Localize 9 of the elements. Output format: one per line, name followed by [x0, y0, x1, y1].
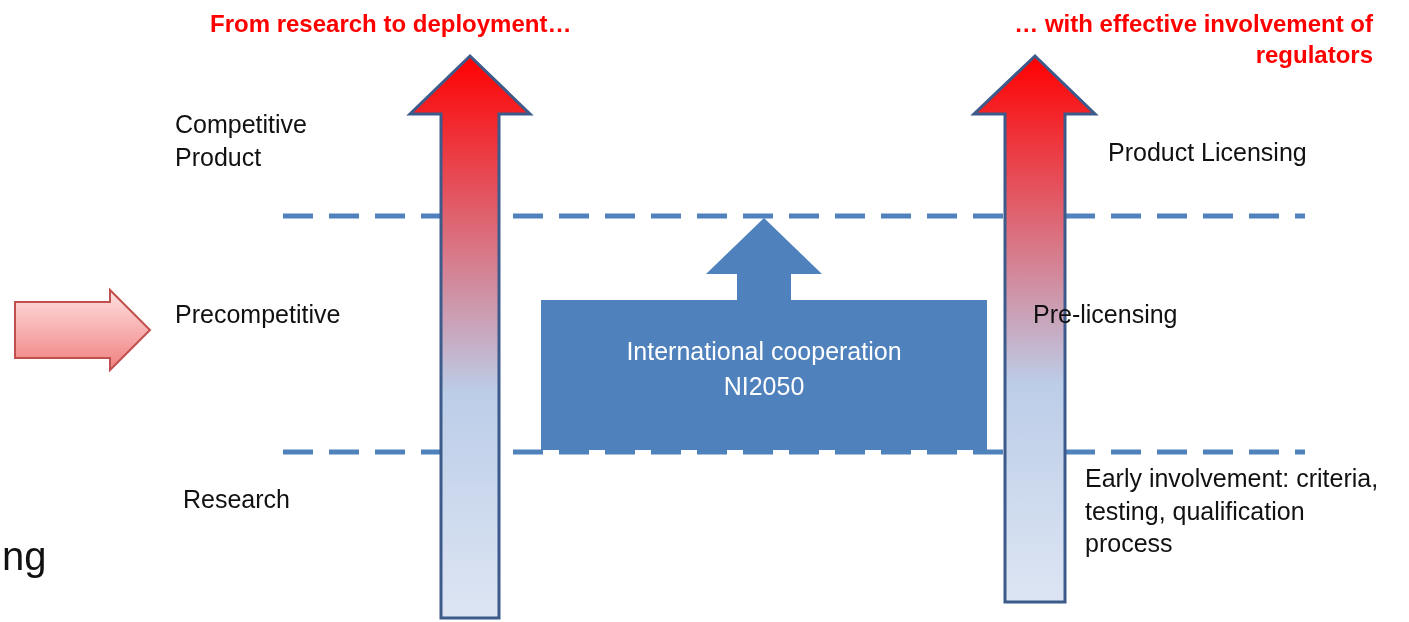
heading: From research to deployment… — [210, 9, 572, 39]
label: Early involvement: criteria, testing, qualification process — [1085, 463, 1380, 559]
label: Research — [183, 484, 290, 515]
label: ng — [2, 533, 47, 580]
label: Precompetitive — [175, 299, 341, 330]
box-label: International cooperation NI2050 — [625, 336, 903, 402]
label: Competitive Product — [175, 109, 308, 173]
label: Product Licensing — [1108, 137, 1307, 168]
heading: … with effective involvement of regulators — [1013, 9, 1373, 71]
